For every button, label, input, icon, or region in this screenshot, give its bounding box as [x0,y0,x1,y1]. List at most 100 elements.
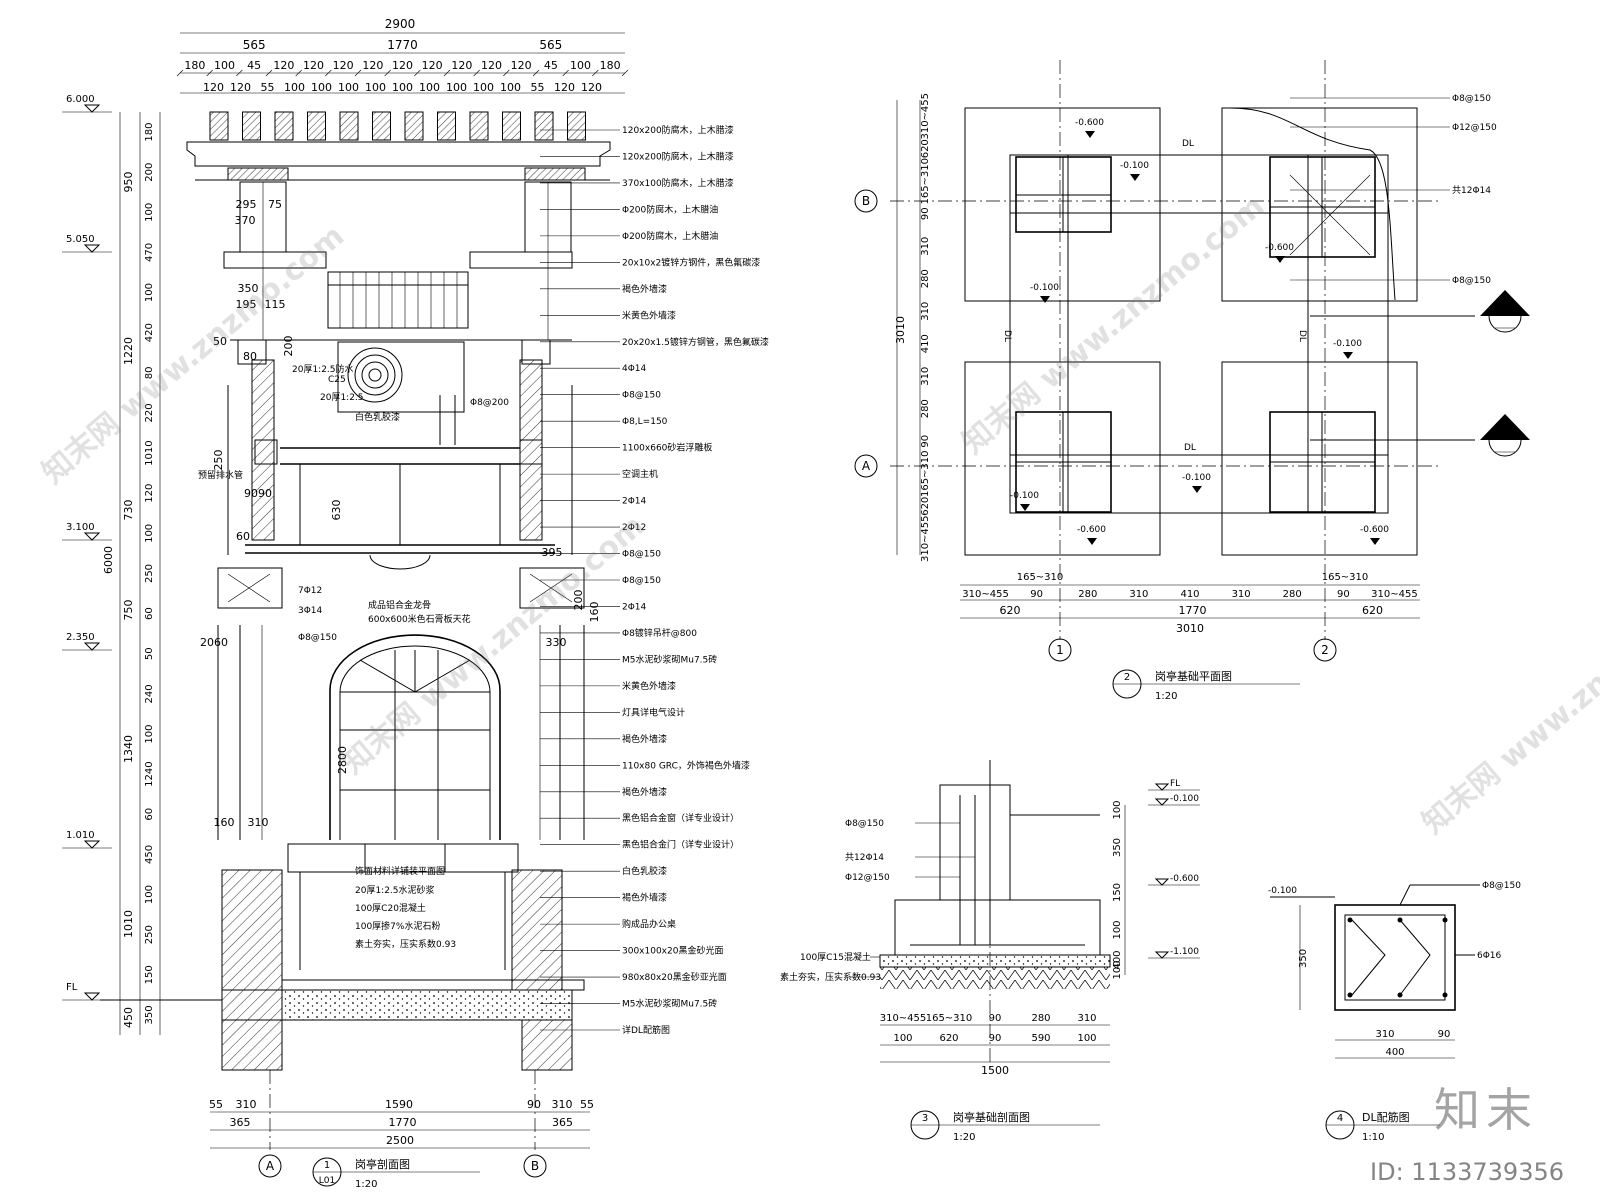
beam-label-dl-2: DL [1184,443,1196,453]
dim-tick [621,69,629,77]
dim-top-row3: 120 [392,59,413,72]
section-dim-bottom: 590 [1031,1033,1050,1044]
level-value: 3.100 [66,522,95,533]
dim-tick [325,69,332,77]
beam-dim-310: 310 [1375,1029,1394,1040]
dim-bottom: 1590 [385,1098,413,1111]
dim-top-row4: 100 [284,81,305,94]
plan-title-num: 2 [1124,672,1130,683]
dim-tick [532,69,540,77]
plan-dim-bottom: 1770 [1179,604,1207,617]
plan-elev-marker [1192,486,1202,493]
dim-top-row3: 180 [184,59,205,72]
note-text: Φ8@150 [622,576,661,586]
note-text: Φ8@150 [622,550,661,560]
section-level: -1.100 [1170,947,1199,957]
plan-dim-bottom: 620 [1000,604,1021,617]
dim-outer-total: 6000 [102,546,115,574]
rafter [307,111,326,141]
title-block-1: 1 L01 岗亭剖面图 1:20 [312,1157,480,1190]
section-dim-right: 350 [1112,838,1123,857]
dim-outer: 1340 [122,735,135,763]
rafter [242,111,261,141]
dim-tick [414,69,421,77]
note-text: 米黄色外墙漆 [622,309,676,321]
inner-dim: 195 [236,298,257,311]
dim-outer: 730 [122,500,135,521]
plan-dim-bottom: 280 [1283,589,1302,600]
dim-left: 450 [144,845,155,864]
plan-dim-left: 280 [920,269,931,288]
dim-left: 240 [144,684,155,703]
note-text: 褐色外墙漆 [622,283,667,295]
rafter [404,111,424,141]
section-level-mark [1154,951,1170,959]
section-dim-bottom: 280 [1031,1013,1050,1024]
dim-total-top: 2900 [385,17,416,31]
note-text: 白色乳胶漆 [622,865,667,877]
title-scale: 1:20 [355,1179,377,1190]
plan-dim-left: 310~455 [920,515,931,562]
section-note: Φ8@150 [845,819,884,829]
base-floor [100,869,585,1071]
beam-title-name: DL配筋图 [1362,1110,1410,1124]
dim-tick [206,69,213,77]
beam-dim-90: 90 [1438,1029,1451,1040]
dim-left: 250 [144,564,155,583]
inner-dim: 350 [238,282,259,295]
plan-title-name: 岗亭基础平面图 [1155,669,1232,683]
level-triangle [83,992,101,1001]
note-text: 褐色外墙漆 [622,733,667,745]
dim-tick [265,69,273,77]
section-dim-total: 1500 [981,1064,1009,1077]
inner-dim: 395 [542,546,563,559]
plan-rebar: Φ12@150 [1452,123,1497,133]
section-level-mark [1154,878,1170,886]
title-name: 岗亭剖面图 [355,1157,410,1171]
plan-dim-bottom: 310 [1129,589,1148,600]
note-text: M5水泥砂浆砌Mu7.5砖 [622,998,717,1010]
inner-dim: 2060 [200,636,228,649]
plan-dim-bottom: 310~455 [962,589,1009,600]
dim-bottom: 90 [527,1098,541,1111]
note-text: 黑色铝合金窗（详专业设计） [622,812,739,824]
dim-top-row3: 120 [451,59,472,72]
section-note: Φ12@150 [845,873,890,883]
rafter [437,111,456,141]
level-triangle [83,244,101,253]
image-id: ID: 1133739356 [1370,1158,1564,1186]
note-text: Φ200防腐木，上木腊油 [622,230,718,242]
dim-tick [443,69,451,77]
inner-dim: 295 [236,198,257,211]
note-text: 120x200防腐木，上木腊漆 [622,150,734,162]
rafter [469,111,489,141]
rafter [274,111,294,141]
note-text: 详DL配筋图 [622,1024,670,1036]
plan-dim-total: 3010 [894,316,907,344]
dim-left: 150 [144,965,155,984]
dim-top-row4: 100 [473,81,494,94]
inner-note: 100厚掺7%水泥石粉 [355,920,440,932]
inner-note: 600x600米色石膏板天花 [368,613,471,625]
beam-dim-400: 400 [1385,1047,1404,1058]
plan-elevation: -0.600 [1265,243,1294,253]
dim-top-row3: 120 [481,59,502,72]
inner-dim: 330 [546,636,567,649]
level-triangle [83,532,101,541]
note-text: 黑色铝合金门（详专业设计） [622,839,739,851]
dim-top-row4: 100 [338,81,359,94]
dim-left: 1010 [144,440,155,465]
columns-upper [223,181,573,341]
inner-dim: 370 [235,214,256,227]
inner-dim: 200 [572,590,585,611]
plan-dim-bottom: 280 [1078,589,1097,600]
note-text: 300x100x20黑金砂光面 [622,945,723,957]
plan-elev-marker [1087,538,1097,545]
dim-bottom: 365 [230,1116,251,1129]
dim-top-row3: 120 [362,59,383,72]
dim-left: 80 [144,366,155,379]
plan-rebar: Φ8@150 [1452,276,1491,286]
section-title-name: 岗亭基础剖面图 [953,1110,1030,1124]
